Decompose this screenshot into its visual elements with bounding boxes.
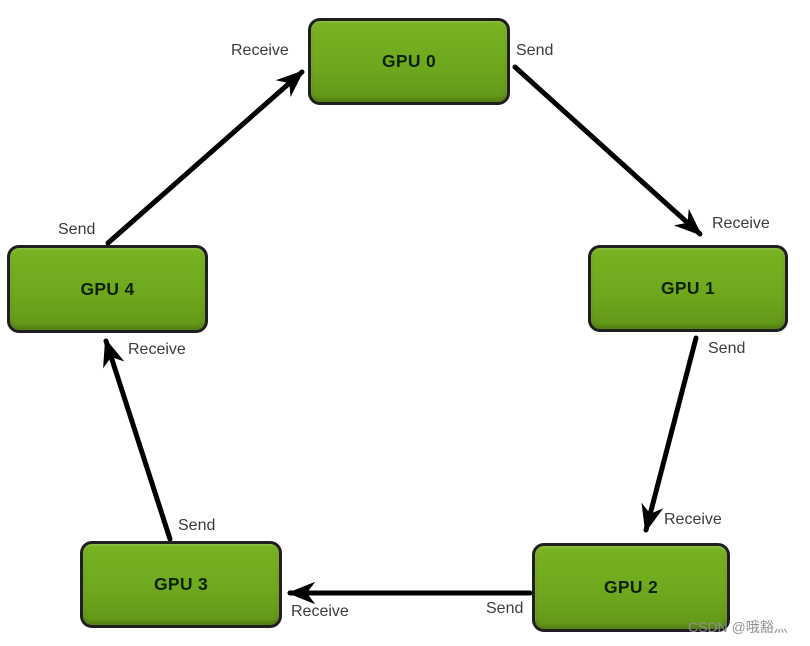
node-gpu-1: GPU 1 [588, 245, 788, 332]
arrow-gpu4-to-gpu0 [105, 69, 305, 246]
node-gpu-2-label: GPU 2 [603, 577, 659, 597]
send-label-gpu3-gpu4: Send [178, 517, 216, 534]
arrow-gpu3-to-gpu4 [103, 338, 173, 542]
receive-label-gpu3-gpu4: Receive [128, 341, 186, 358]
send-label-gpu1-gpu2: Send [708, 340, 746, 357]
send-label-gpu0-gpu1: Send [516, 42, 554, 59]
csdn-watermark: CSDN @哦豁灬 [688, 619, 788, 635]
node-gpu-4: GPU 4 [7, 245, 208, 333]
send-label-gpu4-gpu0: Send [58, 221, 96, 238]
receive-label-gpu0-gpu1: Receive [712, 215, 770, 232]
receive-label-gpu4-gpu0: Receive [231, 42, 289, 59]
arrow-gpu0-to-gpu1 [512, 64, 703, 237]
receive-label-gpu1-gpu2: Receive [664, 511, 722, 528]
node-gpu-1-label: GPU 1 [660, 278, 716, 298]
send-label-gpu2-gpu3: Send [486, 600, 524, 617]
receive-label-gpu2-gpu3: Receive [291, 603, 349, 620]
node-gpu-0: GPU 0 [308, 18, 510, 105]
node-gpu-0-label: GPU 0 [381, 51, 437, 71]
node-gpu-3-label: GPU 3 [153, 574, 209, 594]
node-gpu-3: GPU 3 [80, 541, 282, 628]
node-gpu-4-label: GPU 4 [80, 278, 135, 299]
arrow-gpu1-to-gpu2 [641, 335, 699, 533]
node-gpu-2: GPU 2 [532, 543, 730, 632]
